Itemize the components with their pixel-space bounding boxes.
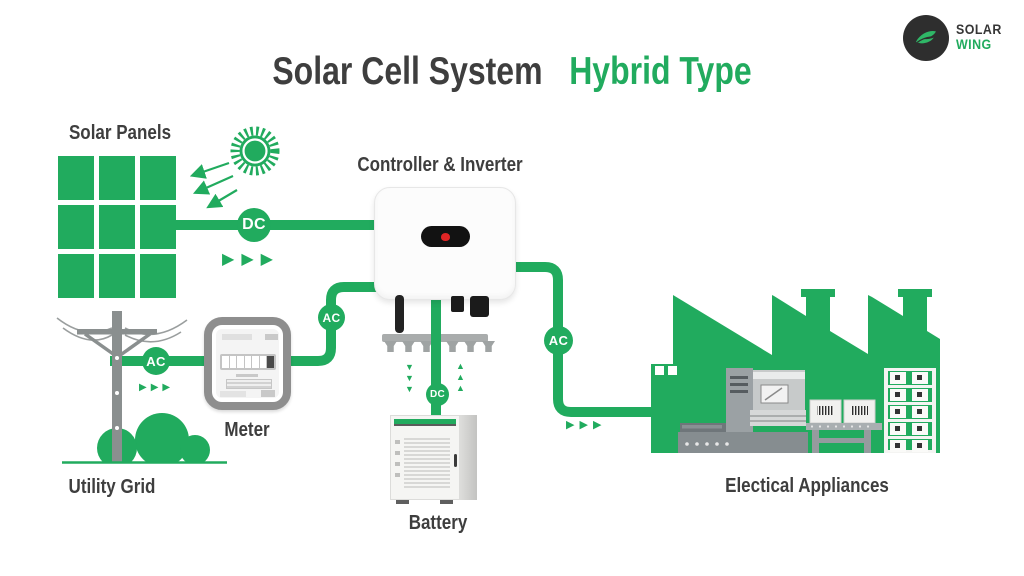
solar-panel-cell xyxy=(140,156,176,200)
rail-terminal xyxy=(464,341,477,352)
solar-panel-cell xyxy=(99,205,135,249)
label-solar-panels: Solar Panels xyxy=(68,122,172,144)
battery-detail xyxy=(394,424,456,426)
solar-panel-cell xyxy=(99,254,135,298)
factory-window xyxy=(655,366,664,375)
factory-conveyor xyxy=(806,399,882,453)
solar-panel-cell xyxy=(140,205,176,249)
solar-panel-array xyxy=(58,156,176,298)
inverter-antenna xyxy=(395,295,404,333)
battery-detail xyxy=(395,440,400,484)
badge-ac-meter-inverter: AC xyxy=(318,304,345,331)
label-battery: Battery xyxy=(408,512,468,534)
badge-dc-solar: DC xyxy=(237,208,271,242)
sunlight-rays-icon xyxy=(189,161,238,209)
rail-terminal xyxy=(446,341,459,352)
page-title: Solar Cell System Hybrid Type xyxy=(92,50,932,94)
label-meter: Meter xyxy=(224,419,270,441)
battery-side-panel xyxy=(460,415,477,500)
logo-circle xyxy=(903,15,949,61)
inverter-connector xyxy=(470,296,489,317)
badge-ac-load: AC xyxy=(544,326,573,355)
rail-terminal xyxy=(482,341,495,352)
wire-inverter-to-appliances xyxy=(506,262,660,417)
label-utility-grid: Utility Grid xyxy=(68,476,156,498)
brand-logo: SOLAR WING xyxy=(903,15,1006,61)
rail-terminal xyxy=(402,341,415,352)
meter-detail xyxy=(261,390,275,397)
chimney-cap xyxy=(898,289,932,297)
battery-foot xyxy=(396,500,409,504)
meter-detail xyxy=(265,334,278,340)
factory-machine xyxy=(678,368,808,453)
battery-foot xyxy=(440,500,453,504)
meter-detail xyxy=(222,334,252,340)
chimney-cap xyxy=(801,289,835,297)
battery-cabinet xyxy=(388,412,480,504)
flow-arrows-down-icon: ▼▼▼ xyxy=(405,362,414,394)
solar-panel-cell xyxy=(58,254,94,298)
badge-ac-grid: AC xyxy=(142,347,170,375)
logo-text: SOLAR WING xyxy=(956,23,1002,52)
solar-panel-cell xyxy=(99,156,135,200)
inverter-connector xyxy=(451,296,464,312)
battery-status-strip xyxy=(394,419,456,424)
rail-terminal xyxy=(384,341,397,352)
factory-window xyxy=(668,366,677,375)
inverter-display xyxy=(421,226,470,247)
meter-digit-display xyxy=(220,354,276,370)
utility-grid-pole xyxy=(55,311,235,478)
badge-dc-battery: DC xyxy=(426,383,449,406)
meter-detail xyxy=(220,391,246,397)
logo-name-bottom: WING xyxy=(956,37,992,52)
solar-panel-cell xyxy=(140,254,176,298)
label-controller-inverter: Controller & Inverter xyxy=(357,154,523,176)
sun-icon xyxy=(189,126,280,209)
energy-meter xyxy=(204,317,291,410)
meter-detail xyxy=(226,379,272,389)
title-accent: Hybrid Type xyxy=(569,50,752,93)
solar-panel-cell xyxy=(58,205,94,249)
inverter-brand-icon xyxy=(441,232,450,241)
flow-arrows-right-icon: ▶▶▶ xyxy=(139,382,171,393)
rail-terminal xyxy=(420,341,433,352)
factory-building xyxy=(651,289,940,453)
controller-inverter-unit xyxy=(374,187,516,333)
logo-name-top: SOLAR xyxy=(956,22,1002,38)
flow-arrows-right-icon: ▶▶▶ xyxy=(222,251,273,268)
battery-door-handle xyxy=(454,454,457,467)
factory-storage-rack xyxy=(884,368,936,453)
battery-vent-grille xyxy=(404,438,450,488)
flow-arrows-right-icon: ▶▶▶ xyxy=(566,419,602,431)
solar-panel-cell xyxy=(58,156,94,200)
meter-detail xyxy=(236,374,258,377)
leaf-wing-icon xyxy=(916,31,936,44)
flow-arrows-up-icon: ▲▲▲ xyxy=(456,361,465,393)
title-main: Solar Cell System xyxy=(272,50,543,93)
label-electrical-appliances: Electical Appliances xyxy=(725,475,889,497)
